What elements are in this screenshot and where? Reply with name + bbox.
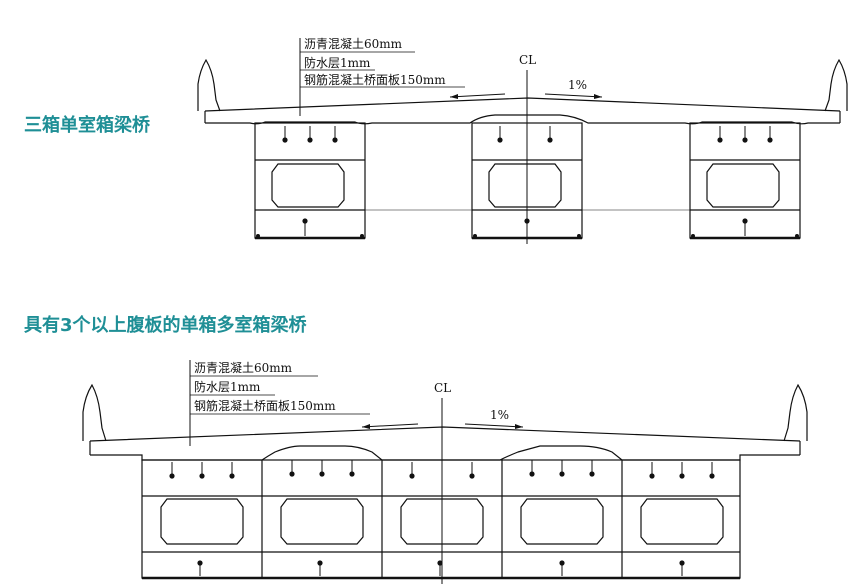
figure2-title: 具有3个以上腹板的单箱多室箱梁桥 — [24, 315, 307, 336]
fig1-box-1 — [254, 122, 366, 240]
figure1-labels: 沥青混凝土60mm 防水层1mm 钢筋混凝土桥面板150mm CL 1% — [304, 36, 587, 92]
fig2-right-barrier — [783, 383, 808, 442]
fig2-cl-label: CL — [434, 381, 451, 395]
fig1-left-barrier — [197, 58, 221, 112]
fig1-right-barrier — [824, 58, 848, 112]
figure1-title: 三箱单室箱梁桥 — [24, 115, 150, 136]
fig2-left-barrier — [82, 383, 107, 442]
fig2-slope-label: 1% — [490, 408, 509, 422]
fig2-deck-top — [89, 426, 801, 442]
fig2-tendons — [171, 460, 713, 576]
fig2-webs — [261, 460, 623, 578]
fig1-box-3 — [689, 122, 801, 240]
fig1-layer-deck-slab: 钢筋混凝土桥面板150mm — [304, 72, 446, 87]
fig2-deck-bottom — [90, 445, 800, 461]
fig1-layer-asphalt: 沥青混凝土60mm — [304, 36, 403, 51]
figure1-drawing — [197, 38, 848, 244]
fig2-layer-deck-slab: 钢筋混凝土桥面板150mm — [194, 398, 336, 413]
fig2-cells — [160, 498, 724, 545]
fig1-layer-waterproof: 防水层1mm — [304, 55, 371, 70]
fig2-layer-asphalt: 沥青混凝土60mm — [194, 360, 293, 375]
figure2-drawing — [82, 360, 808, 584]
fig2-layer-waterproof: 防水层1mm — [194, 379, 261, 394]
fig1-cl-label: CL — [519, 53, 536, 67]
fig1-slope-label: 1% — [568, 78, 587, 92]
figure2-labels: 沥青混凝土60mm 防水层1mm 钢筋混凝土桥面板150mm CL 1% — [194, 360, 509, 422]
fig1-deck-top — [204, 97, 841, 112]
